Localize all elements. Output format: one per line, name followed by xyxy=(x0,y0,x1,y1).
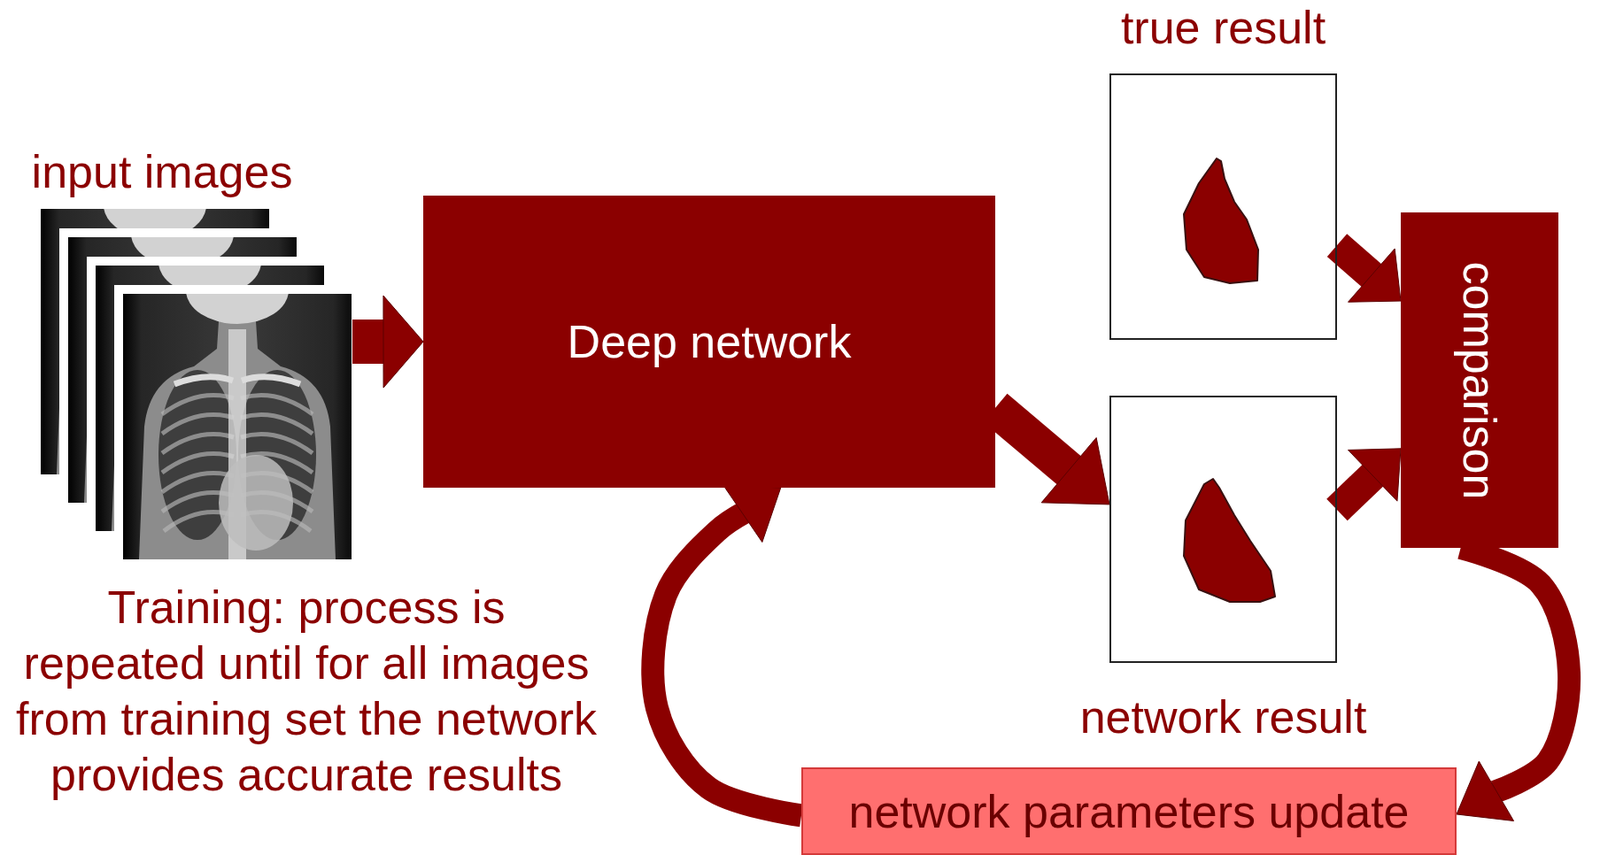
flow-arrow xyxy=(995,408,1110,505)
arrow-head xyxy=(1348,448,1401,502)
box-label: network parameters update xyxy=(848,786,1409,838)
box-heading: true result xyxy=(1120,1,1326,54)
process-box: Deep network xyxy=(423,195,996,488)
xray-image xyxy=(123,256,352,560)
arrow-shaft xyxy=(1460,548,1570,793)
arrow-head xyxy=(383,295,424,388)
arrow-shaft xyxy=(995,408,1071,472)
arrow-head xyxy=(723,485,781,542)
note-text: Training: process is repeated until for … xyxy=(12,579,601,804)
comparison-box: comparison xyxy=(1400,212,1559,549)
arrow-shaft xyxy=(652,512,802,816)
image-stack: input images xyxy=(40,208,353,560)
box-heading: network result xyxy=(1080,691,1368,743)
flow-arrow xyxy=(1337,245,1401,302)
flow-arrow xyxy=(1337,448,1401,511)
flow-arrow xyxy=(652,485,802,816)
arrow-head xyxy=(1041,438,1110,505)
result-box: true result xyxy=(1109,73,1338,341)
segmentation-mask xyxy=(1183,479,1276,603)
box-label: Deep network xyxy=(567,316,852,368)
xray-stack xyxy=(31,171,356,564)
box-heading: input images xyxy=(31,146,294,198)
arrow-shaft xyxy=(1337,245,1373,277)
arrow-head xyxy=(1456,761,1515,821)
arrow-shaft xyxy=(1337,474,1375,511)
update-box: network parameters update xyxy=(801,767,1457,855)
segmentation-mask xyxy=(1183,158,1259,284)
arrow-head xyxy=(1348,248,1401,302)
flow-arrow xyxy=(352,295,424,388)
arrow-shaft xyxy=(352,319,386,364)
box-label: comparison xyxy=(1453,261,1506,500)
flow-arrow xyxy=(1456,548,1570,822)
result-box: network result xyxy=(1109,395,1338,664)
